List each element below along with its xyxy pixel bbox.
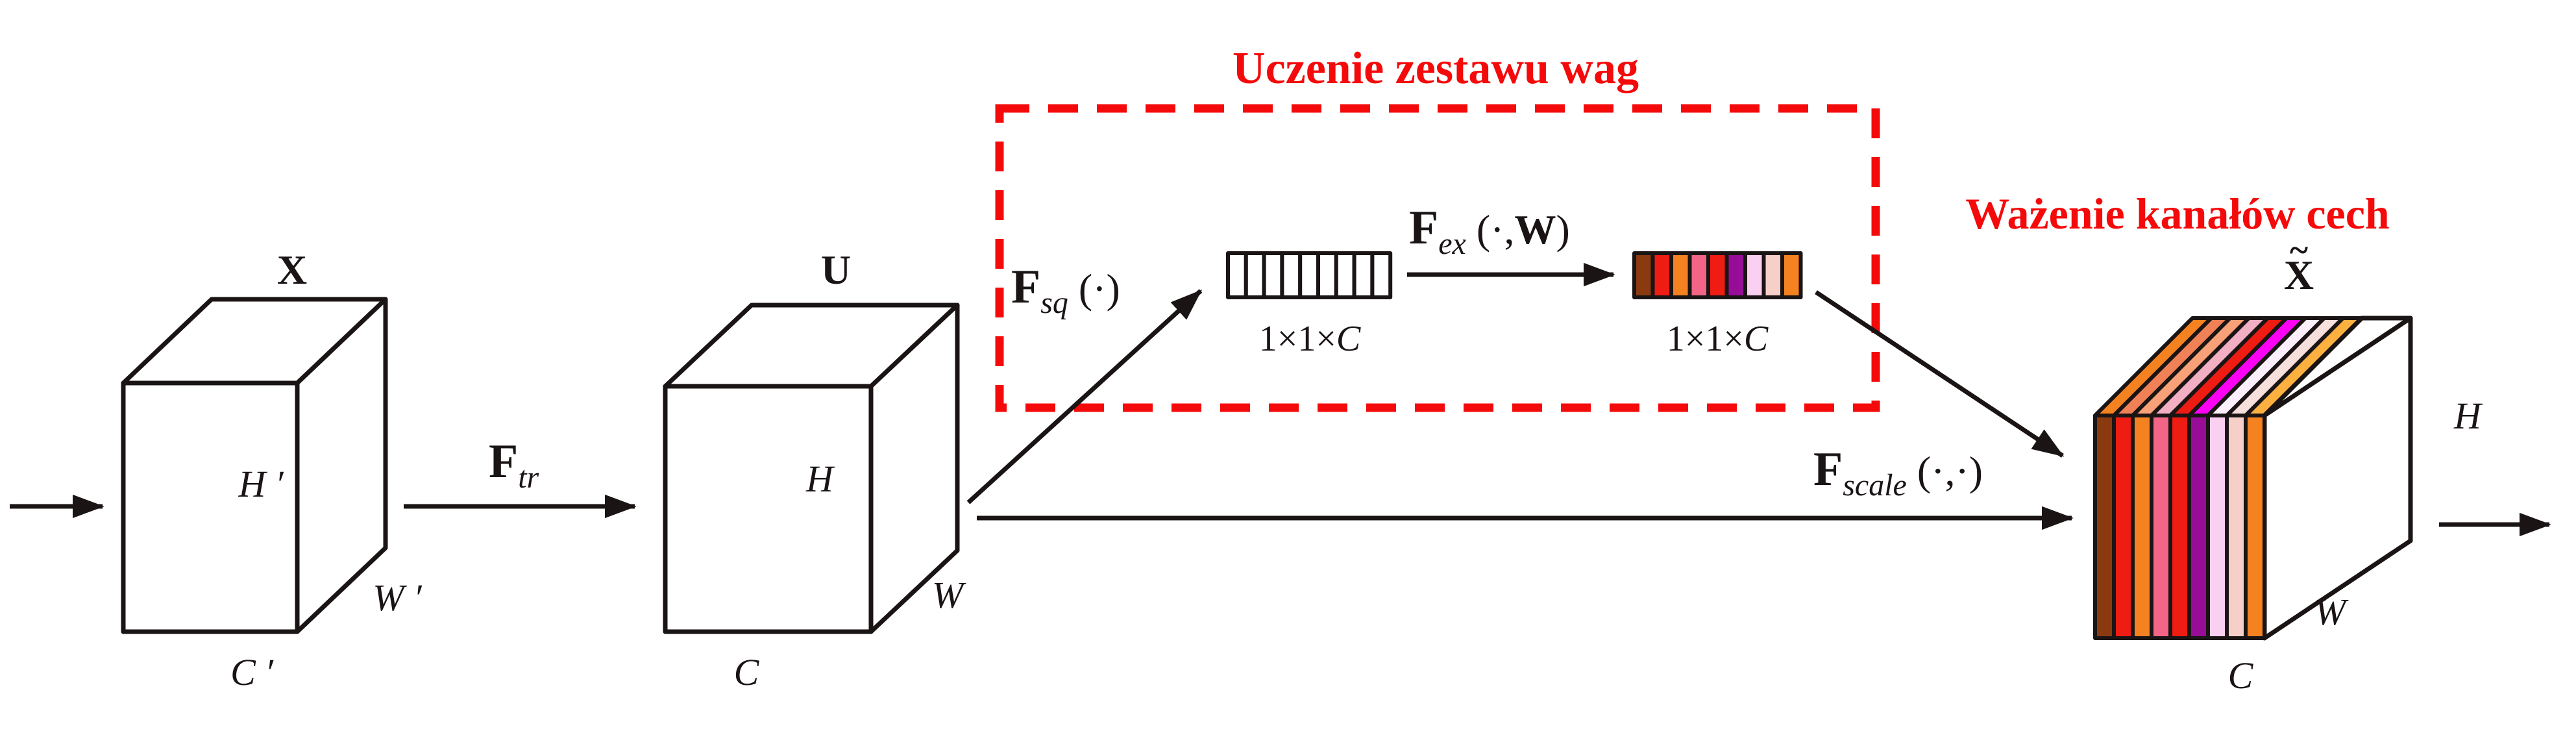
- scale-op-label: Fscale (·,·): [1813, 443, 1983, 502]
- input-cube-width-label: W ′: [373, 576, 423, 619]
- weight-cell: [1632, 251, 1655, 299]
- squeezed-cell: [1280, 251, 1303, 299]
- weight-cell: [1650, 251, 1673, 299]
- transformed-cube-front-face: [663, 384, 874, 634]
- weight-cell: [1669, 251, 1692, 299]
- transformed-cube-name: U: [821, 247, 851, 293]
- squeezed-cell: [1262, 251, 1284, 299]
- channel-stripe: [2112, 414, 2135, 640]
- channel-stripe: [2187, 414, 2210, 640]
- weight-cell: [1687, 251, 1710, 299]
- transform-op-label: Ftr: [489, 435, 539, 495]
- channel-stripe: [2150, 414, 2172, 640]
- transformed-cube: U H W C: [663, 247, 966, 693]
- weight-cell: [1724, 251, 1747, 299]
- output-cube-height-label: H: [2453, 395, 2483, 437]
- weight-cell: [1780, 251, 1803, 299]
- input-cube-front-face: [121, 380, 300, 634]
- weight-cell: [1761, 251, 1784, 299]
- output-cube-width-label: W: [2314, 591, 2349, 633]
- output-cube-depth-label: C: [2228, 654, 2254, 697]
- squeezed-cell: [1334, 251, 1356, 299]
- squeezed-cell: [1370, 251, 1393, 299]
- excite-op-label: Fex (·,W): [1409, 201, 1570, 261]
- input-cube-name: X: [277, 247, 307, 293]
- channel-stripe: [2206, 414, 2229, 640]
- channel-stripe: [2093, 414, 2116, 640]
- squeeze-arrow: [966, 289, 1203, 504]
- weights-vector-dim-label: 1×1×C: [1667, 319, 1769, 359]
- channel-stripe: [2225, 414, 2248, 640]
- squeezed-vector-dim-label: 1×1×C: [1259, 319, 1361, 359]
- weights-apply-arrow: [1815, 290, 2065, 458]
- output-cube-top-stripes: [2093, 316, 2364, 417]
- squeezed-cell: [1226, 251, 1248, 299]
- squeezed-vector: [1226, 251, 1393, 299]
- input-cube-height-label: H ′: [238, 463, 284, 505]
- output-cube: X ~ H W C: [2093, 230, 2483, 697]
- squeezed-cell: [1352, 251, 1375, 299]
- channel-weighting-title: Ważenie kanałów cech: [1965, 189, 2390, 238]
- weights-vector: [1632, 251, 1803, 299]
- weight-cell: [1706, 251, 1729, 299]
- input-cube: X H ′ W ′ C ′: [121, 247, 423, 693]
- weight-cell: [1743, 251, 1766, 299]
- squeeze-op-label: Fsq (·): [1011, 260, 1120, 320]
- output-cube-channel-stripes: [2093, 414, 2266, 640]
- channel-stripe: [2131, 414, 2153, 640]
- output-cube-name: X: [2284, 252, 2314, 298]
- weight-learning-box: [995, 104, 1880, 412]
- output-cube-tilde: ~: [2290, 230, 2308, 269]
- channel-stripe: [2168, 414, 2191, 640]
- squeezed-cell: [1298, 251, 1320, 299]
- transformed-cube-depth-label: C: [734, 651, 760, 693]
- transformed-cube-height-label: H: [805, 458, 835, 500]
- weight-learning-title: Uczenie zestawu wag: [1233, 43, 1639, 93]
- transformed-cube-width-label: W: [932, 574, 966, 616]
- squeezed-cell: [1244, 251, 1266, 299]
- squeezed-cell: [1316, 251, 1338, 299]
- input-cube-depth-label: C ′: [230, 651, 274, 693]
- channel-stripe: [2244, 414, 2266, 640]
